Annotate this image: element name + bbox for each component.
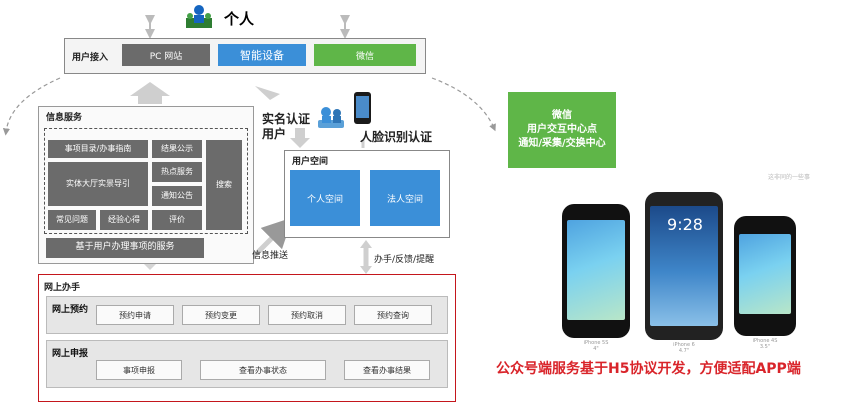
cell-faq: 常见问题 [48, 210, 96, 230]
phone-iphone5s [562, 204, 630, 338]
phone-left-model: iPhone 5S [583, 340, 609, 346]
phone-clock: 9:28 [667, 215, 703, 234]
booking-apply: 预约申请 [96, 305, 174, 325]
pc-website-box: PC 网站 [122, 44, 210, 66]
bottom-caption: 公众号端服务基于H5协议开发，方便适配APP端 [496, 361, 801, 377]
info-service-title: 信息服务 [46, 113, 83, 123]
online-handling-title: 网上办手 [44, 283, 81, 293]
wechat-center-line3: 通知/采集/交换中心 [518, 138, 606, 149]
booking-change: 预约变更 [182, 305, 260, 325]
info-push-label: 信息推送 [252, 251, 289, 261]
phone-iphone4s-label: iPhone 4S 3.5" [734, 338, 796, 350]
booking-label: 网上预约 [52, 305, 89, 315]
wechat-center-line1: 微信 [552, 110, 572, 121]
apply-label: 网上申报 [52, 349, 89, 359]
phone-iphone6 [645, 192, 723, 340]
user-space-title: 用户空间 [292, 157, 329, 167]
cell-hotspot: 热点服务 [152, 162, 202, 182]
cell-hall-guide: 实体大厅实景导引 [48, 162, 148, 206]
wechat-box: 微信 [314, 44, 416, 66]
mobile-phone-icon [354, 92, 371, 124]
wechat-interaction-center: 微信 用户交互中心点 通知/采集/交换中心 [508, 92, 616, 168]
faint-text: 这非同的一些事 [768, 174, 811, 181]
personal-space-box: 个人空间 [290, 170, 360, 226]
phone-mid-model: iPhone 6 [673, 342, 695, 348]
phone-left-size: 4" [593, 346, 599, 352]
smart-device-box: 智能设备 [218, 44, 306, 66]
phone-iphone5s-label: iPhone 5S 4" [562, 340, 630, 352]
cell-rating: 评价 [152, 210, 202, 230]
legal-space-box: 法人空间 [370, 170, 440, 226]
info-service-dashed-frame [44, 128, 248, 234]
realname-line2: 用户 [262, 127, 287, 141]
phone-right-model: iPhone 4S [752, 338, 778, 344]
apply-result: 查看办事结果 [344, 360, 430, 380]
person-label: 个人 [224, 10, 255, 28]
handle-feedback-label: 办手/反馈/提醒 [374, 255, 435, 265]
user-access-label: 用户接入 [72, 53, 109, 63]
phone-iphone6-label: iPhone 6 4.7" [645, 342, 723, 354]
people-group-icon [186, 5, 212, 28]
phone-mid-size: 4.7" [678, 348, 690, 354]
cell-notice: 通知公告 [152, 186, 202, 206]
realname-line1: 实名认证 [262, 112, 311, 126]
booking-query: 预约查询 [354, 305, 432, 325]
cell-experience: 经验心得 [100, 210, 148, 230]
apply-submit: 事项申报 [96, 360, 182, 380]
face-recognition-label: 人脸识别认证 [360, 130, 433, 144]
cell-catalog: 事项目录/办事指南 [48, 140, 148, 158]
wechat-center-line2: 用户交互中心点 [527, 124, 597, 135]
realname-users-icon [318, 107, 344, 128]
phone-right-size: 3.5" [759, 344, 771, 350]
booking-cancel: 预约取消 [268, 305, 346, 325]
apply-status: 查看办事状态 [200, 360, 326, 380]
cell-results: 结果公示 [152, 140, 202, 158]
phone-iphone4s [734, 216, 796, 336]
service-based-on-user: 基于用户办理事项的服务 [46, 238, 204, 258]
cell-search: 搜索 [206, 140, 242, 230]
realname-auth-label: 实名认证 用户 [262, 112, 310, 142]
